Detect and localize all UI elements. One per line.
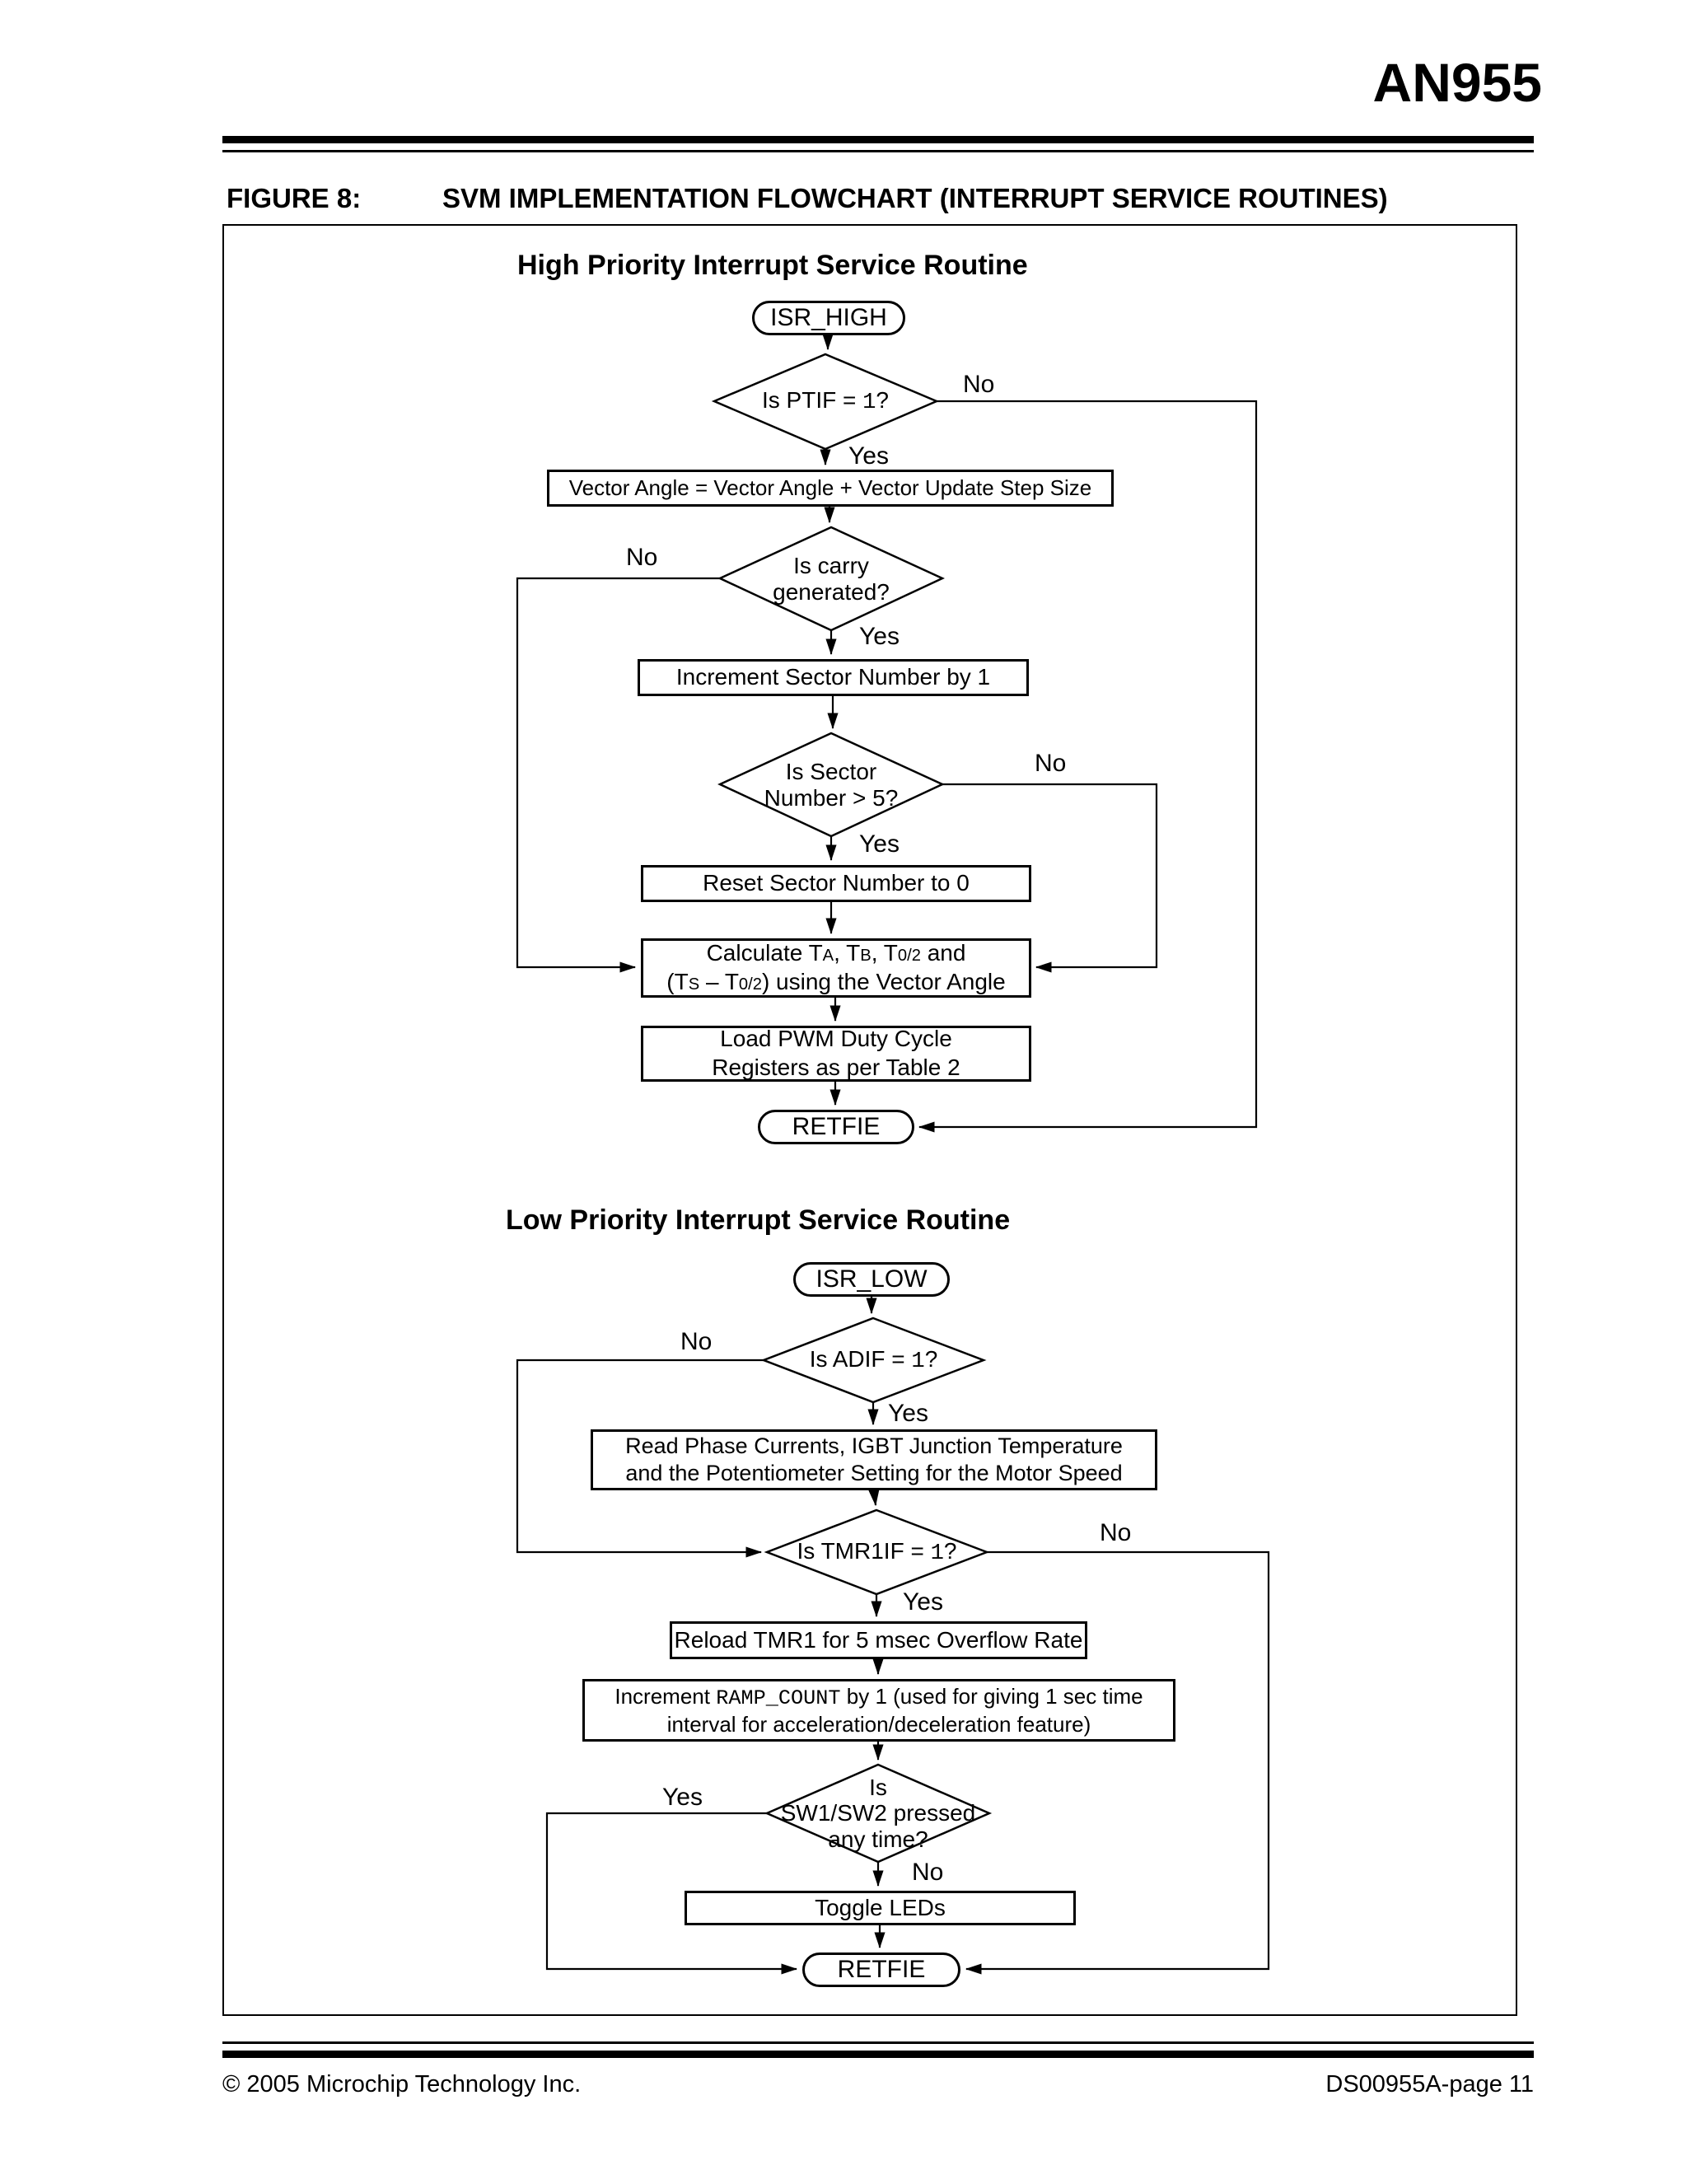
tmr1if-text: Is TMR1IF = [797,1537,931,1564]
label-tmr1if-yes: Yes [903,1588,943,1616]
terminal-retfie-low-label: RETFIE [837,1956,926,1984]
process-read-phase-currents: Read Phase Currents, IGBT Junction Tempe… [591,1429,1157,1490]
process-vector-angle-update: Vector Angle = Vector Angle + Vector Upd… [547,470,1114,507]
process-read-phase-currents-line1: Read Phase Currents, IGBT Junction Tempe… [625,1433,1123,1458]
decision-tmr1if-text: Is TMR1IF = 1? [767,1510,987,1594]
calc-t3: , T [871,940,898,966]
label-sw-yes: Yes [662,1784,703,1811]
terminal-isr-high: ISR_HIGH [752,301,905,335]
label-carry-no: No [626,544,658,571]
calc-t4: and [920,940,966,966]
process-load-pwm-line1: Load PWM Duty Cycle [720,1026,952,1052]
low-priority-section-title: Low Priority Interrupt Service Routine [506,1204,1011,1236]
ptif-question-mark: ? [876,387,889,414]
process-calculate-times: Calculate TA, TB, T0/2 and (TS – T0/2) u… [641,938,1031,998]
figure-label: FIGURE 8: [227,183,362,213]
decision-sw-text: Is SW1/SW2 pressed any time? [767,1765,989,1862]
process-toggle-leds: Toggle LEDs [685,1891,1076,1925]
label-sector-no: No [1035,750,1067,777]
process-increment-ramp-count-line1: Increment RAMP_COUNT by 1 (used for givi… [615,1683,1143,1711]
calc-sub-02b: 0/2 [738,975,762,994]
process-increment-ramp-count: Increment RAMP_COUNT by 1 (used for givi… [582,1679,1175,1742]
header-rule-thin [222,150,1534,152]
footer-page-number: DS00955A-page 11 [1325,2071,1534,2097]
label-adif-no: No [680,1328,713,1355]
calc-t7: ) using the Vector Angle [761,969,1006,994]
ramp-t2: by 1 (used for giving 1 sec time [840,1683,1143,1709]
process-reset-sector-text: Reset Sector Number to 0 [703,870,970,896]
terminal-retfie-high: RETFIE [758,1110,914,1144]
terminal-isr-low: ISR_LOW [793,1262,950,1297]
process-reload-tmr1: Reload TMR1 for 5 msec Overflow Rate [670,1621,1087,1659]
calc-sub-s: S [688,975,700,994]
tmr1if-mono-value: 1 [930,1540,944,1566]
ramp-t1: Increment [615,1683,717,1709]
adif-text: Is ADIF = [809,1345,912,1372]
decision-tmr1if-line: Is TMR1IF = 1? [797,1538,957,1566]
terminal-retfie-high-label: RETFIE [792,1113,881,1141]
figure-title: SVM IMPLEMENTATION FLOWCHART (INTERRUPT … [442,183,1388,213]
decision-sw-line2: SW1/SW2 pressed [780,1800,976,1826]
process-calculate-times-line2: (TS – T0/2) using the Vector Angle [666,968,1005,997]
calc-t2: , T [834,940,861,966]
label-sector-yes: Yes [859,830,900,858]
terminal-isr-low-label: ISR_LOW [815,1265,928,1293]
process-increment-sector: Increment Sector Number by 1 [638,659,1029,696]
terminal-isr-high-label: ISR_HIGH [770,304,887,332]
footer-rule-thick [222,2051,1534,2058]
high-priority-section-title: High Priority Interrupt Service Routine [517,250,1028,281]
decision-sector-line2: Number > 5? [764,784,899,811]
calc-sub-a: A [822,947,834,966]
footer-rule-thin [222,2041,1534,2044]
calc-t5: (T [666,969,689,994]
process-load-pwm-line2: Registers as per Table 2 [712,1055,960,1080]
label-tmr1if-no: No [1100,1519,1132,1546]
decision-ptif-text: Is PTIF = 1? [714,354,937,449]
decision-carry-text: Is carry generated? [720,527,942,630]
ptif-text: Is PTIF = [761,387,863,414]
decision-carry-line1: Is carry [793,553,869,579]
tmr1if-question-mark: ? [943,1537,957,1564]
label-sw-no: No [912,1859,944,1886]
adif-mono-value: 1 [911,1348,925,1374]
process-increment-ramp-count-line2: interval for acceleration/deceleration f… [666,1712,1091,1737]
decision-adif-text: Is ADIF = 1? [764,1318,984,1402]
ptif-mono-value: 1 [862,390,876,416]
terminal-retfie-low: RETFIE [802,1953,960,1987]
decision-sector-line1: Is Sector [785,759,877,785]
decision-sw-line3: any time? [828,1826,928,1852]
process-increment-sector-text: Increment Sector Number by 1 [675,664,991,690]
process-vector-angle-update-text: Vector Angle = Vector Angle + Vector Upd… [568,475,1092,501]
process-reset-sector: Reset Sector Number to 0 [641,865,1031,902]
header-rule-thick [222,136,1534,143]
calc-sub-b: B [860,947,872,966]
decision-sector-text: Is Sector Number > 5? [720,733,942,836]
decision-adif-line: Is ADIF = 1? [810,1346,938,1374]
ramp-mono-name: RAMP_COUNT [716,1686,841,1710]
decision-carry-line2: generated? [773,578,890,605]
process-reload-tmr1-text: Reload TMR1 for 5 msec Overflow Rate [674,1626,1083,1653]
process-toggle-leds-text: Toggle LEDs [815,1894,946,1920]
process-load-pwm: Load PWM Duty Cycle Registers as per Tab… [641,1026,1031,1082]
doc-id-title: AN955 [1372,52,1542,113]
calc-sub-02: 0/2 [897,947,921,966]
calc-t6: – T [699,969,739,994]
label-adif-yes: Yes [888,1400,928,1427]
decision-sw-line1: Is [869,1774,887,1800]
label-ptif-no: No [963,371,995,398]
calc-t1: Calculate T [706,940,823,966]
label-ptif-yes: Yes [848,442,889,470]
decision-ptif-line: Is PTIF = 1? [762,387,889,415]
label-carry-yes: Yes [859,623,900,650]
adif-question-mark: ? [924,1345,938,1372]
footer-copyright: © 2005 Microchip Technology Inc. [222,2071,582,2097]
process-calculate-times-line1: Calculate TA, TB, T0/2 and [707,939,966,968]
process-read-phase-currents-line2: and the Potentiometer Setting for the Mo… [625,1461,1123,1485]
